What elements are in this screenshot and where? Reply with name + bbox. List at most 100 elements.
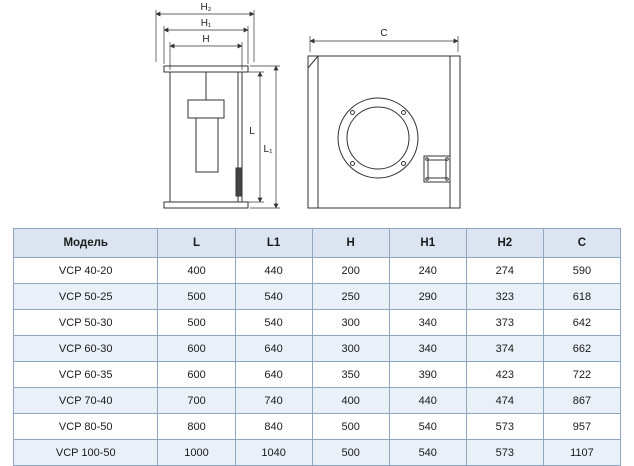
terminal-box-screw [445, 157, 449, 161]
value-cell: 700 [157, 387, 236, 414]
bottom-flange [163, 201, 249, 209]
model-cell: VCP 40-20 [12, 257, 159, 284]
model-cell: VCP 50-25 [12, 283, 159, 310]
impeller-block [195, 117, 219, 173]
value-cell: 640 [234, 335, 313, 362]
model-cell: VCP 100-50 [12, 439, 159, 466]
value-cell: 957 [542, 413, 622, 440]
model-cell: VCP 60-30 [12, 335, 159, 362]
model-cell: VCP 60-35 [12, 361, 159, 388]
casing-outline [307, 55, 461, 209]
value-cell: 867 [542, 387, 622, 414]
motor-block [187, 99, 225, 119]
value-cell: 200 [311, 257, 390, 284]
value-cell: 400 [157, 257, 236, 284]
terminal-box [423, 155, 451, 183]
value-cell: 300 [311, 335, 390, 362]
value-cell: 590 [542, 257, 622, 284]
value-cell: 500 [311, 439, 390, 466]
value-cell: 1107 [542, 439, 622, 466]
inlet-outer-circle [337, 97, 419, 179]
column-header: H [311, 228, 390, 258]
terminal-box-inner [427, 159, 447, 179]
value-cell: 740 [234, 387, 313, 414]
value-cell: 373 [465, 309, 544, 336]
value-cell: 640 [234, 361, 313, 388]
value-cell: 250 [311, 283, 390, 310]
handle-strip [235, 167, 243, 197]
value-cell: 374 [465, 335, 544, 362]
value-cell: 800 [157, 413, 236, 440]
fan-dimension-drawing: H H₁ H₂ L L₁ [155, 2, 461, 209]
column-header: H1 [388, 228, 467, 258]
column-header: L1 [234, 228, 313, 258]
value-cell: 323 [465, 283, 544, 310]
bolt-hole [401, 110, 406, 115]
value-cell: 540 [388, 439, 467, 466]
value-cell: 722 [542, 361, 622, 388]
column-header: Модель [12, 228, 159, 258]
value-cell: 840 [234, 413, 313, 440]
value-cell: 540 [234, 309, 313, 336]
value-cell: 440 [234, 257, 313, 284]
value-cell: 274 [465, 257, 544, 284]
column-header: C [542, 228, 622, 258]
dim-label-h2: H₂ [200, 2, 211, 13]
inlet-inner-circle [346, 106, 410, 170]
value-cell: 350 [311, 361, 390, 388]
value-cell: 500 [311, 413, 390, 440]
value-cell: 300 [311, 309, 390, 336]
value-cell: 340 [388, 335, 467, 362]
value-cell: 1040 [234, 439, 313, 466]
value-cell: 290 [388, 283, 467, 310]
value-cell: 390 [388, 361, 467, 388]
value-cell: 540 [234, 283, 313, 310]
technical-drawing: H H₁ H₂ L L₁ [0, 0, 634, 226]
column-header: L [157, 228, 236, 258]
terminal-box-screw [425, 157, 429, 161]
value-cell: 573 [465, 413, 544, 440]
value-cell: 400 [311, 387, 390, 414]
dim-label-c: C [380, 28, 387, 39]
front-view-drawing: C [307, 28, 461, 209]
value-cell: 440 [388, 387, 467, 414]
terminal-box-screw [425, 177, 429, 181]
dim-label-h: H [202, 34, 209, 45]
terminal-box-screw [445, 177, 449, 181]
bevel-line [307, 55, 319, 69]
bolt-hole [401, 161, 406, 166]
value-cell: 540 [388, 413, 467, 440]
value-cell: 618 [542, 283, 622, 310]
side-view-drawing: H H₁ H₂ L L₁ [155, 2, 280, 209]
value-cell: 573 [465, 439, 544, 466]
value-cell: 423 [465, 361, 544, 388]
dim-label-h1: H₁ [201, 18, 212, 29]
value-cell: 474 [465, 387, 544, 414]
value-cell: 1000 [157, 439, 236, 466]
bolt-hole [350, 110, 355, 115]
dim-label-l1: L₁ [264, 144, 274, 155]
value-cell: 600 [157, 361, 236, 388]
dim-label-l: L [249, 126, 255, 137]
value-cell: 642 [542, 309, 622, 336]
value-cell: 240 [388, 257, 467, 284]
model-cell: VCP 50-30 [12, 309, 159, 336]
value-cell: 500 [157, 283, 236, 310]
bolt-hole [350, 161, 355, 166]
top-flange [163, 65, 249, 73]
value-cell: 662 [542, 335, 622, 362]
value-cell: 340 [388, 309, 467, 336]
value-cell: 600 [157, 335, 236, 362]
model-cell: VCP 80-50 [12, 413, 159, 440]
